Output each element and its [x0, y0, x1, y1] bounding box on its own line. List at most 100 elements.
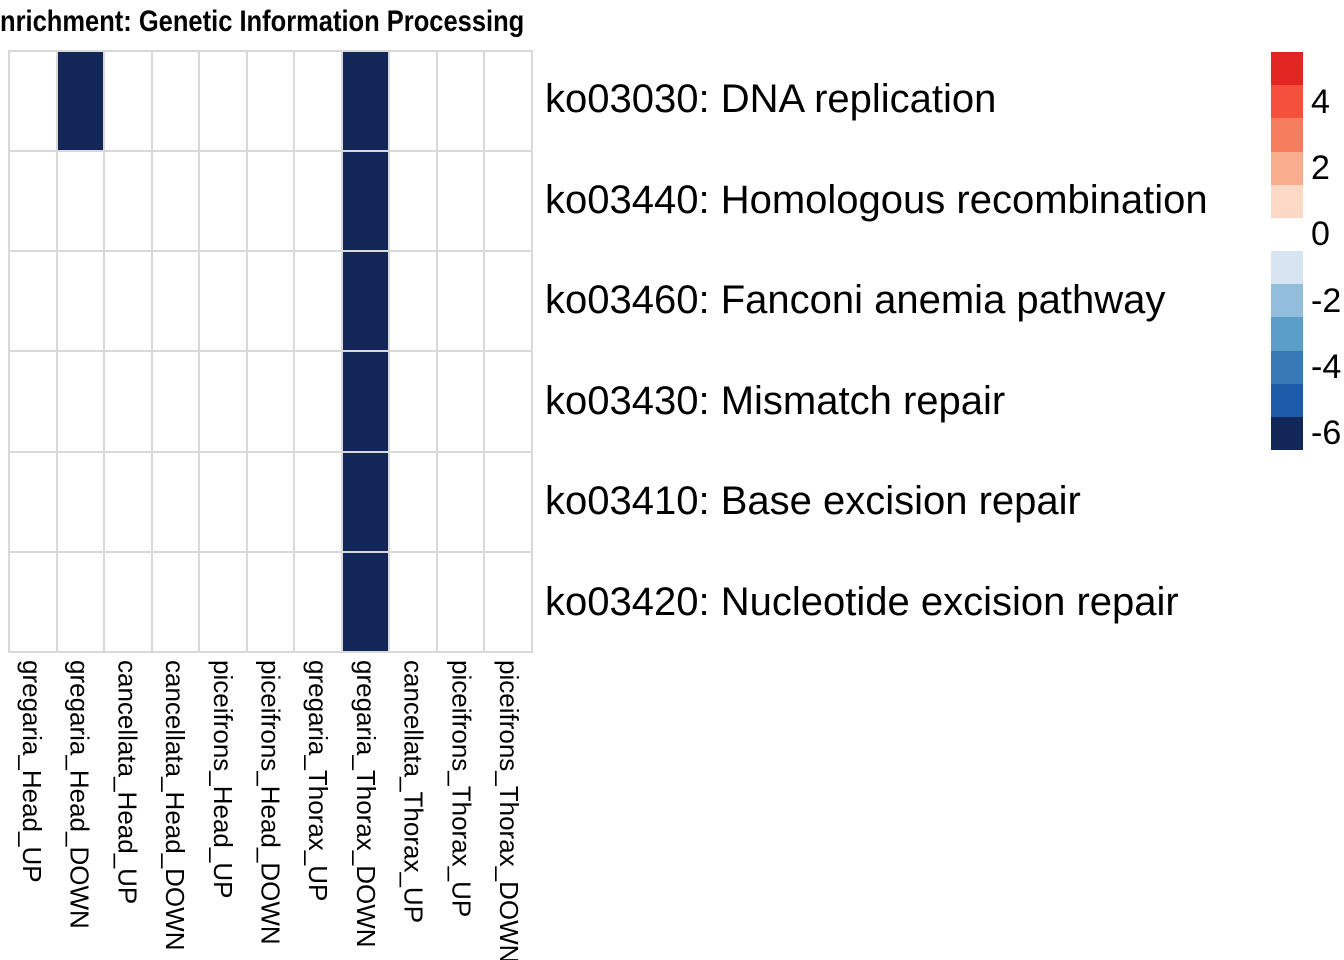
- heatmap-cell: [10, 252, 56, 351]
- heatmap-cell: [152, 52, 199, 151]
- heatmap-cell: [390, 552, 436, 651]
- column-label: piceifrons_Head_DOWN: [255, 660, 286, 945]
- colorbar-tick-label: -4: [1311, 348, 1342, 387]
- heatmap-cell: [295, 152, 341, 251]
- heatmap-cell: [152, 152, 199, 251]
- heatmap-cell: [437, 452, 484, 551]
- heatmap-cell: [390, 452, 436, 551]
- heatmap-cell: [485, 452, 531, 551]
- heatmap-cell: [152, 552, 199, 651]
- heatmap-cell: [342, 552, 389, 651]
- colorbar-segment: [1271, 383, 1303, 417]
- heatmap-cell: [10, 452, 56, 551]
- colorbar-segment: [1271, 184, 1303, 218]
- colorbar-segment: [1271, 251, 1303, 285]
- colorbar-segment: [1271, 118, 1303, 152]
- colorbar-segment: [1271, 151, 1303, 185]
- heatmap-cell: [390, 152, 436, 251]
- row-label: ko03460: Fanconi anemia pathway: [545, 278, 1166, 323]
- heatmap-cell: [200, 152, 246, 251]
- heatmap-cell: [10, 152, 56, 251]
- heatmap-cell: [105, 552, 151, 651]
- colorbar-segment: [1271, 52, 1303, 86]
- heatmap-cell: [295, 352, 341, 451]
- heatmap-cell: [200, 552, 246, 651]
- column-label: cancellata_Thorax_UP: [398, 660, 429, 924]
- colorbar-segment: [1271, 416, 1303, 451]
- heatmap-cell: [57, 252, 104, 351]
- column-label: piceifrons_Thorax_DOWN: [494, 660, 525, 960]
- colorbar-tick-label: -6: [1311, 414, 1342, 453]
- heatmap-cell: [200, 452, 246, 551]
- heatmap-cell: [342, 52, 389, 151]
- heatmap-cell: [390, 352, 436, 451]
- heatmap-cell: [342, 152, 389, 251]
- column-label: gregaria_Thorax_DOWN: [350, 660, 381, 948]
- heatmap-cell: [247, 552, 294, 651]
- row-label: ko03410: Base excision repair: [545, 479, 1081, 524]
- heatmap-cell: [390, 52, 436, 151]
- heatmap-cell: [485, 552, 531, 651]
- heatmap-cell: [437, 152, 484, 251]
- heatmap-cell: [342, 252, 389, 351]
- colorbar-legend: [1271, 52, 1303, 451]
- heatmap-cell: [57, 552, 104, 651]
- heatmap-cell: [200, 252, 246, 351]
- column-label: piceifrons_Thorax_UP: [446, 660, 477, 918]
- heatmap-cell: [342, 352, 389, 451]
- heatmap-cell: [295, 452, 341, 551]
- heatmap-cell: [200, 52, 246, 151]
- heatmap-cell: [105, 152, 151, 251]
- column-label: cancellata_Head_DOWN: [160, 660, 191, 951]
- heatmap-cell: [57, 352, 104, 451]
- heatmap-cell: [247, 252, 294, 351]
- heatmap-cell: [105, 452, 151, 551]
- heatmap-cell: [295, 252, 341, 351]
- heatmap-cell: [57, 452, 104, 551]
- heatmap-cell: [10, 52, 56, 151]
- heatmap-cell: [437, 52, 484, 151]
- heatmap-cell: [10, 552, 56, 651]
- heatmap-cell: [295, 52, 341, 151]
- heatmap-cell: [247, 52, 294, 151]
- colorbar-segment: [1271, 284, 1303, 318]
- heatmap-cell: [485, 152, 531, 251]
- heatmap-cell: [437, 552, 484, 651]
- colorbar-segment: [1271, 350, 1303, 384]
- colorbar-tick-label: 2: [1311, 149, 1330, 188]
- heatmap-cell: [105, 52, 151, 151]
- heatmap-cell: [247, 152, 294, 251]
- heatmap-cell: [485, 52, 531, 151]
- colorbar-tick-label: -2: [1311, 281, 1342, 320]
- heatmap-cell: [247, 452, 294, 551]
- heatmap-cell: [105, 252, 151, 351]
- row-label: ko03420: Nucleotide excision repair: [545, 579, 1179, 624]
- chart-title: nrichment: Genetic Information Processin…: [0, 5, 525, 38]
- heatmap-cell: [57, 52, 104, 151]
- colorbar-tick-label: 0: [1311, 215, 1330, 254]
- heatmap-cell: [485, 252, 531, 351]
- heatmap-cell: [152, 352, 199, 451]
- colorbar-tick-label: 4: [1311, 82, 1330, 121]
- row-label: ko03030: DNA replication: [545, 77, 997, 122]
- colorbar-segment: [1271, 217, 1303, 252]
- colorbar-segment: [1271, 85, 1303, 119]
- column-label: gregaria_Head_UP: [16, 660, 47, 883]
- heatmap-cell: [437, 252, 484, 351]
- row-label: ko03440: Homologous recombination: [545, 177, 1208, 222]
- heatmap-cell: [247, 352, 294, 451]
- colorbar-segment: [1271, 317, 1303, 351]
- heatmap-cell: [200, 352, 246, 451]
- heatmap-cell: [105, 352, 151, 451]
- heatmap-cell: [437, 352, 484, 451]
- heatmap-cell: [295, 552, 341, 651]
- row-label: ko03430: Mismatch repair: [545, 378, 1006, 423]
- heatmap-cell: [152, 252, 199, 351]
- heatmap-cell: [10, 352, 56, 451]
- column-label: cancellata_Head_UP: [112, 660, 143, 905]
- heatmap-cell: [57, 152, 104, 251]
- column-label: piceifrons_Head_UP: [207, 660, 238, 899]
- heatmap-cell: [390, 252, 436, 351]
- column-label: gregaria_Head_DOWN: [64, 660, 95, 929]
